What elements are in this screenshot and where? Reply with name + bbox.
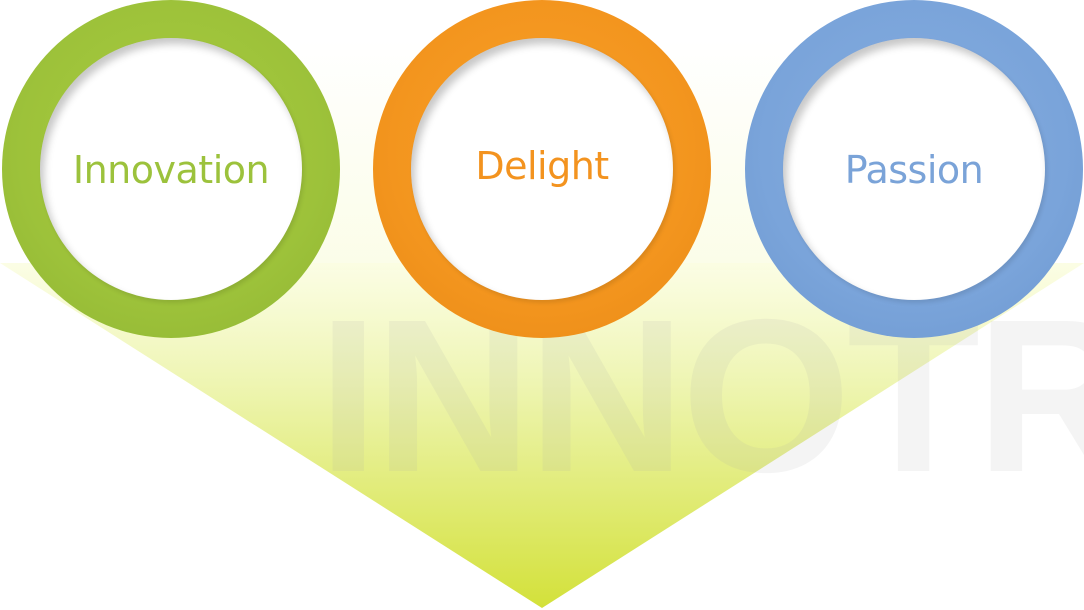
innovation-label: Innovation — [72, 148, 270, 192]
delight-label: Delight — [475, 144, 609, 188]
passion-circle: Passion — [783, 38, 1045, 300]
passion-label: Passion — [844, 148, 984, 192]
passion-ring: Passion — [745, 0, 1083, 338]
delight-circle: Delight — [411, 38, 673, 300]
innovation-ring: Innovation — [2, 0, 340, 338]
delight-ring: Delight — [373, 0, 711, 338]
innovation-circle: Innovation — [40, 38, 302, 300]
funnel-shape — [0, 263, 1084, 608]
